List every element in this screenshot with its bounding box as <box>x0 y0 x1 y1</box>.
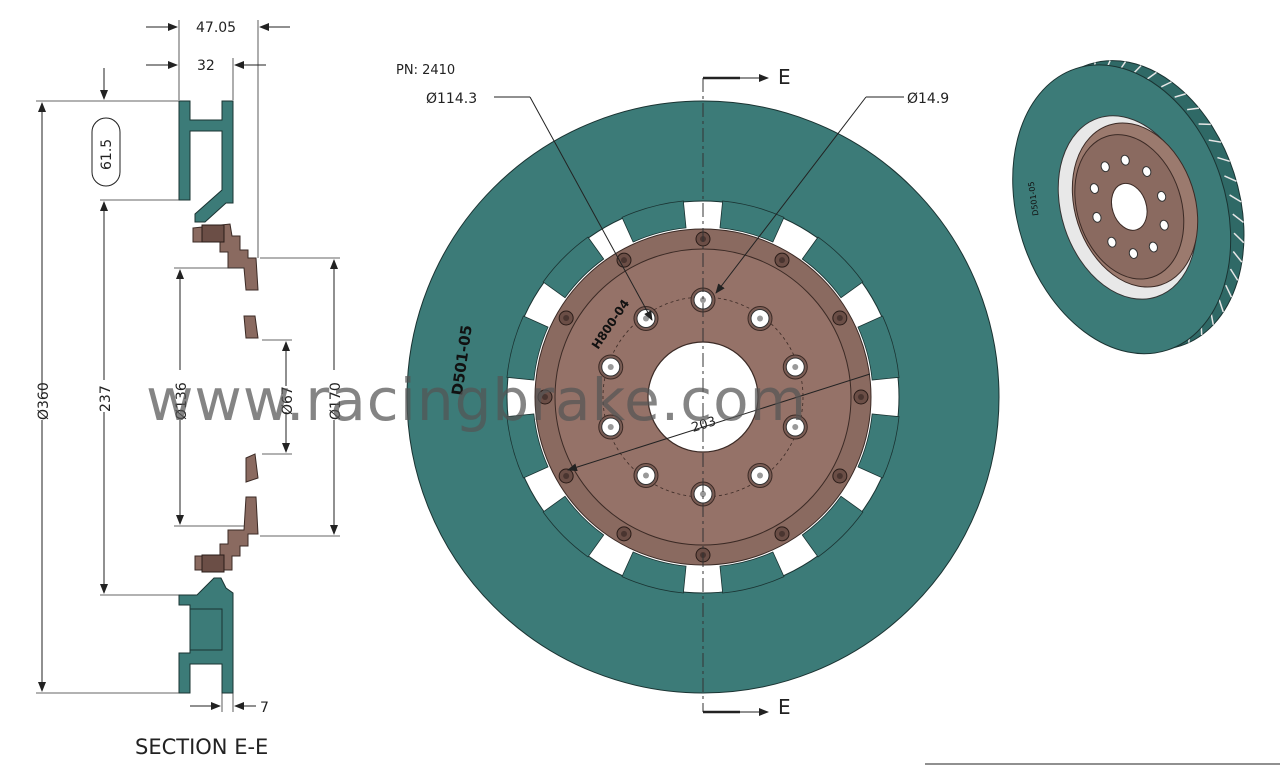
iso-bolt-holes <box>1089 154 1169 259</box>
iso-bolt-hole <box>1148 241 1158 253</box>
bolt-holes <box>598 287 808 507</box>
rotor-tab <box>719 200 785 243</box>
dim-offset-7: 7 <box>260 700 269 716</box>
rotor-tab <box>506 413 549 479</box>
dim-170: Ø170 <box>328 382 344 420</box>
iso-vane <box>1198 123 1211 126</box>
section-title: SECTION E-E <box>135 735 268 759</box>
section-hat-bottom <box>194 496 259 571</box>
ring-diameter-label: 203 <box>690 414 718 436</box>
rotor-tab <box>719 551 785 594</box>
iso-vane <box>1224 175 1237 183</box>
rotor-tab <box>857 315 900 381</box>
iso-view: D501-05 <box>1012 60 1245 355</box>
section-mark-top: E <box>778 65 791 89</box>
iso-vane <box>1187 107 1199 111</box>
part-number: PN: 2410 <box>396 63 455 78</box>
iso-vane <box>1232 213 1245 224</box>
iso-vane <box>1232 251 1243 263</box>
pcd-label: Ø114.3 <box>426 91 477 107</box>
iso-vane <box>1229 268 1239 281</box>
iso-bolt-hole <box>1142 166 1152 177</box>
dim-width-disc: 32 <box>197 58 215 74</box>
iso-bolt-hole <box>1157 190 1167 202</box>
rotor-tab <box>621 200 687 243</box>
iso-bolt-hole <box>1128 248 1139 259</box>
rotor-tab <box>506 315 549 381</box>
iso-vane <box>1233 232 1245 244</box>
dim-67: Ø67 <box>280 386 296 415</box>
front-view: E E PN: 2410 Ø114.3 Ø14.9 203 D501-05 H8… <box>396 63 1000 719</box>
rotor-tab <box>542 495 605 558</box>
iso-bolt-hole <box>1159 219 1169 231</box>
iso-vane <box>1218 299 1224 313</box>
section-mark-bottom: E <box>778 695 791 719</box>
iso-vane <box>1147 71 1157 80</box>
bolt-hole-label: Ø14.9 <box>907 91 949 107</box>
rotor-tab <box>801 236 864 299</box>
dim-pad-height: 61.5 <box>99 139 115 170</box>
rotor-inner-tabs <box>506 200 900 594</box>
drive-pins <box>537 231 869 563</box>
iso-bolt-hole <box>1092 211 1102 223</box>
rotor-tab <box>801 495 864 558</box>
iso-bore <box>1111 182 1148 231</box>
section-view: 47.05 32 61.5 Ø360 237 Ø136 Ø67 <box>36 20 344 759</box>
iso-vane <box>1208 139 1222 143</box>
iso-bolt-hole <box>1100 161 1110 173</box>
iso-bolt-hole <box>1107 236 1117 248</box>
iso-bolt-hole <box>1120 154 1130 166</box>
dim-237: 237 <box>98 385 114 412</box>
iso-vane <box>1217 156 1231 163</box>
iso-vane <box>1225 284 1233 298</box>
iso-vane <box>1160 81 1172 88</box>
section-rotor-top <box>178 100 234 223</box>
rotor-tab <box>857 413 900 479</box>
watermark: www.racingbrake.com <box>146 366 807 434</box>
rotor-tab <box>542 236 605 299</box>
iso-bolt-hole <box>1089 183 1100 194</box>
dim-width-overall: 47.05 <box>196 20 236 36</box>
dim-outer-diameter: Ø360 <box>36 382 52 420</box>
iso-vane <box>1174 93 1186 98</box>
iso-vane <box>1229 194 1242 203</box>
rotor-tab <box>621 551 687 594</box>
dim-136: Ø136 <box>174 382 190 420</box>
